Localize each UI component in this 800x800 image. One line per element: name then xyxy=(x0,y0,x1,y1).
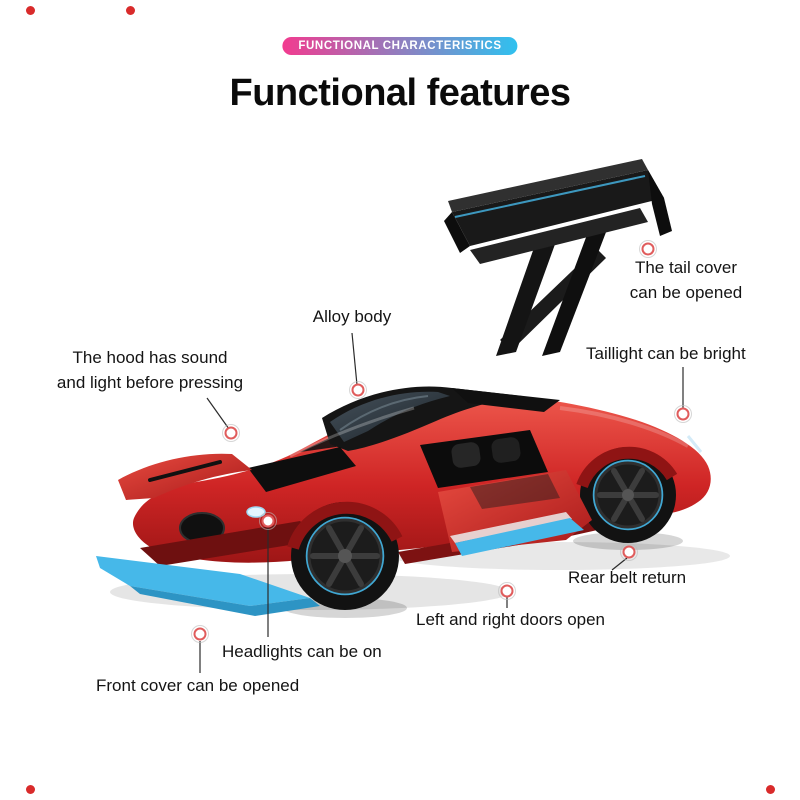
front-cover-open xyxy=(118,447,356,566)
front-wheel xyxy=(287,501,403,610)
rear-wheel xyxy=(576,446,678,543)
corner-dot-top-left-2 xyxy=(126,6,135,15)
section-ribbon: FUNCTIONAL CHARACTERISTICS xyxy=(282,37,518,55)
callout-rear-belt-return: Rear belt return xyxy=(568,568,687,587)
corner-dot-top-left xyxy=(26,6,35,15)
callout-tail-cover: The tail cover can be opened xyxy=(629,258,743,302)
callout-markers xyxy=(191,240,692,643)
callout-lines xyxy=(199,332,684,673)
callout-alloy-body: Alloy body xyxy=(312,307,392,326)
open-door xyxy=(438,470,592,556)
callout-doors-open: Left and right doors open xyxy=(415,610,606,629)
callout-headlights: Headlights can be on xyxy=(222,642,382,661)
corner-dot-bottom-left xyxy=(26,785,35,794)
tail-wing xyxy=(444,159,672,356)
callout-taillight: Taillight can be bright xyxy=(586,344,746,363)
car-interior xyxy=(420,430,548,488)
page-title: Functional features xyxy=(229,72,572,114)
callout-front-cover: Front cover can be opened xyxy=(96,676,300,695)
corner-dot-bottom-right xyxy=(766,785,775,794)
callout-hood-sound-light: The hood has sound and light before pres… xyxy=(56,348,244,392)
